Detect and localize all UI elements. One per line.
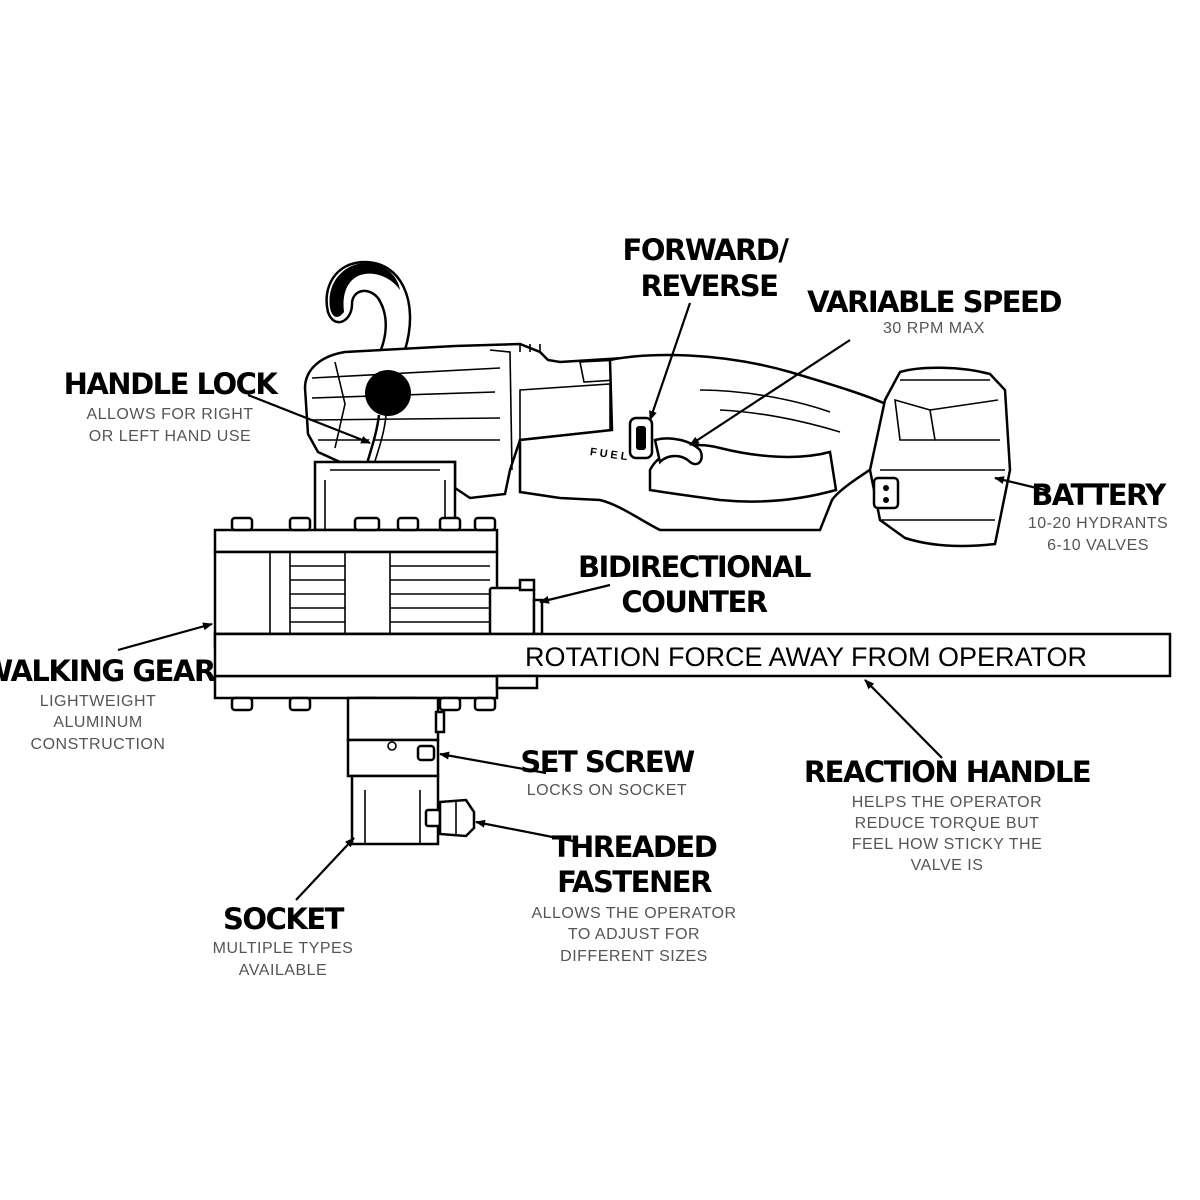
battery-title: BATTERY: [1031, 478, 1167, 512]
threaded-fastener-sub-3: DIFFERENT SIZES: [560, 948, 708, 965]
threaded-fastener-title-2: FASTENER: [557, 865, 712, 899]
handle-lock-knob: [365, 370, 411, 416]
threaded-fastener-sub-2: TO ADJUST FOR: [568, 926, 700, 943]
socket-title: SOCKET: [223, 902, 345, 936]
handle-lock-title: HANDLE LOCK: [64, 367, 280, 401]
arrow-set-screw: [439, 751, 547, 775]
reaction-handle-sub-4: VALVE IS: [911, 857, 984, 874]
variable-speed-sub: 30 RPM MAX: [883, 320, 985, 337]
bidirectional-counter-title-2: COUNTER: [621, 585, 767, 619]
arrow-forward-reverse: [648, 302, 692, 421]
arrow-handle-lock: [247, 393, 371, 445]
reaction-handle-title: REACTION HANDLE: [804, 755, 1090, 789]
reaction-handle-sub-1: HELPS THE OPERATOR: [852, 794, 1042, 811]
battery-sub-1: 10-20 HYDRANTS: [1028, 515, 1168, 532]
rotation-force-text: ROTATION FORCE AWAY FROM OPERATOR: [525, 642, 1087, 672]
forward-reverse-title-2: REVERSE: [641, 269, 778, 303]
leader-arrows: [117, 302, 1046, 901]
socket: [350, 774, 440, 846]
socket-assembly: [346, 696, 476, 846]
gearbox-mount: [313, 460, 457, 532]
label-handle-lock: HANDLE LOCK ALLOWS FOR RIGHT OR LEFT HAN…: [64, 367, 281, 445]
label-threaded-fastener: THREADED FASTENER ALLOWS THE OPERATOR TO…: [531, 830, 736, 965]
label-reaction-handle: REACTION HANDLE HELPS THE OPERATOR REDUC…: [804, 755, 1092, 874]
walking-gear-sub-3: CONSTRUCTION: [31, 736, 166, 753]
threaded-fastener: [424, 808, 442, 828]
arrow-bidirectional-counter: [539, 583, 611, 604]
arrow-walking-gear: [117, 622, 213, 652]
counter-device: [488, 578, 544, 636]
fuel-logo: FUEL: [589, 446, 631, 464]
socket-sub-2: AVAILABLE: [239, 962, 327, 979]
forward-reverse-title-1: FORWARD/: [623, 233, 790, 267]
set-screw: [416, 744, 436, 762]
label-bidirectional-counter: BIDIRECTIONAL COUNTER: [578, 550, 813, 619]
bidirectional-counter-title-1: BIDIRECTIONAL: [578, 550, 811, 584]
variable-speed-title: VARIABLE SPEED: [807, 285, 1061, 319]
label-set-screw: SET SCREW LOCKS ON SOCKET: [520, 745, 696, 799]
reaction-handle-sub-2: REDUCE TORQUE BUT: [855, 815, 1040, 832]
handle-lock-sub-2: OR LEFT HAND USE: [89, 428, 251, 445]
set-screw-sub: LOCKS ON SOCKET: [527, 782, 687, 799]
walking-gear-sub-2: ALUMINUM: [53, 714, 142, 731]
threaded-fastener-title-1: THREADED: [552, 830, 717, 864]
reaction-handle-bar: ROTATION FORCE AWAY FROM OPERATOR: [213, 632, 1172, 690]
tool-illustration: FUEL: [213, 260, 1172, 846]
threaded-fastener-sub-1: ALLOWS THE OPERATOR: [531, 905, 736, 922]
reaction-handle-sub-3: FEEL HOW STICKY THE: [852, 836, 1043, 853]
battery-sub-2: 6-10 VALVES: [1047, 537, 1149, 554]
label-socket: SOCKET MULTIPLE TYPES AVAILABLE: [213, 902, 354, 979]
label-walking-gear: WALKING GEAR LIGHTWEIGHT ALUMINUM CONSTR…: [0, 654, 217, 753]
handle-lock-sub-1: ALLOWS FOR RIGHT: [86, 406, 253, 423]
battery-pack: [868, 366, 1012, 548]
arrow-battery: [994, 476, 1046, 492]
walking-gear-sub-1: LIGHTWEIGHT: [40, 693, 157, 710]
side-handle: [325, 260, 412, 354]
arrow-socket: [295, 837, 355, 901]
socket-sub-1: MULTIPLE TYPES: [213, 940, 354, 957]
walking-gear-block: [213, 516, 499, 712]
arrow-variable-speed: [689, 339, 851, 446]
label-variable-speed: VARIABLE SPEED 30 RPM MAX: [807, 285, 1063, 337]
set-screw-title: SET SCREW: [520, 745, 695, 779]
label-forward-reverse: FORWARD/ REVERSE: [623, 233, 791, 303]
arrow-threaded-fastener: [475, 819, 579, 844]
arrow-reaction-handle: [864, 679, 943, 759]
walking-gear-title: WALKING GEAR: [0, 654, 216, 688]
label-battery: BATTERY 10-20 HYDRANTS 6-10 VALVES: [1028, 478, 1169, 554]
